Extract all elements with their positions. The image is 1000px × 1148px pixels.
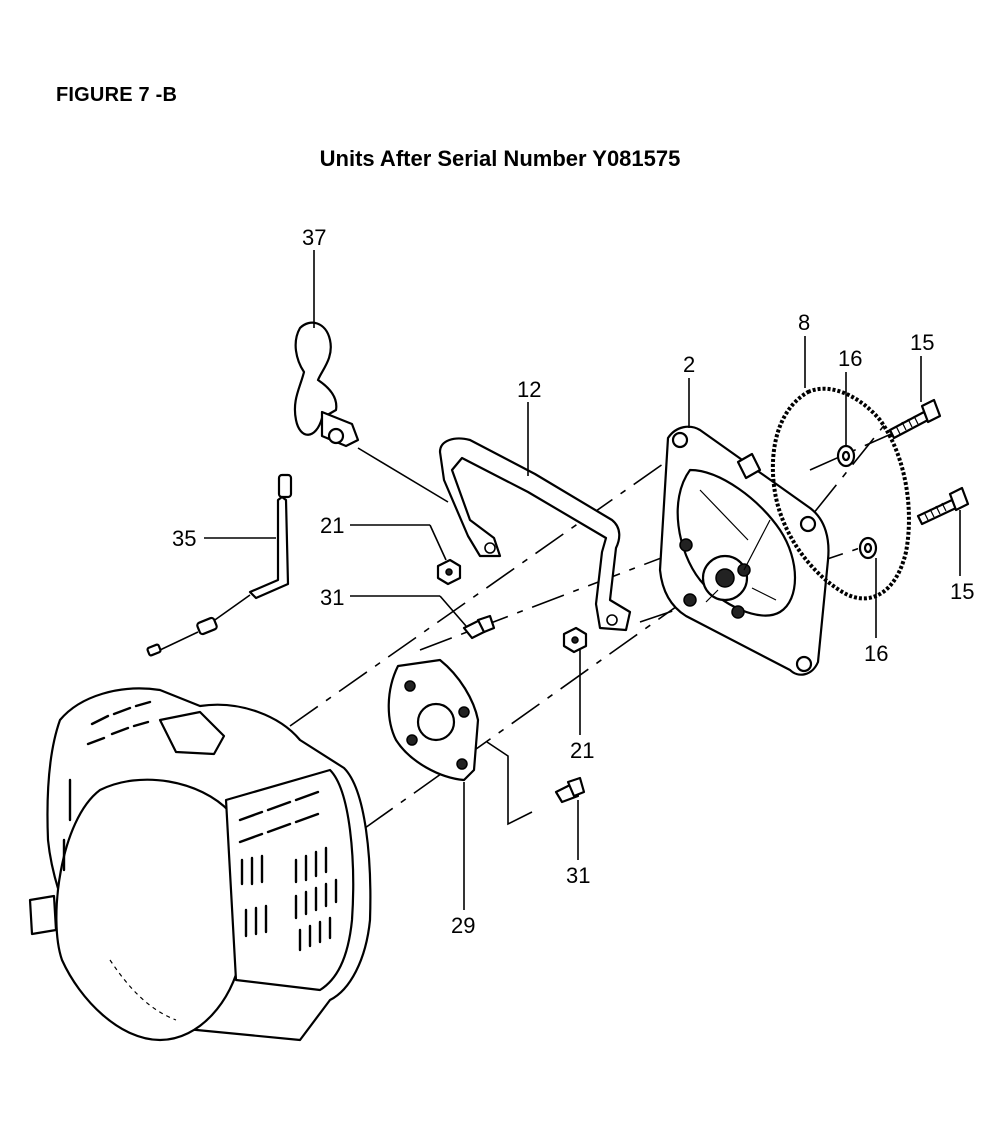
figure-label: FIGURE 7 -B xyxy=(56,84,178,106)
throttle-cable-icon xyxy=(146,473,293,657)
callout-16-top: 16 xyxy=(838,346,862,371)
screw-icon xyxy=(462,614,586,804)
washer-icon xyxy=(836,444,878,560)
bracket-plate-icon xyxy=(387,658,480,782)
callout-21-left: 21 xyxy=(320,513,344,538)
callout-16-bottom: 16 xyxy=(864,641,888,666)
callout-15-right: 15 xyxy=(950,579,974,604)
throttle-trigger-icon xyxy=(293,321,449,503)
diagram-subtitle: Units After Serial Number Y081575 xyxy=(319,146,681,171)
leader-lines xyxy=(204,250,961,910)
callout-31-left: 31 xyxy=(320,585,344,610)
callout-15-top: 15 xyxy=(910,330,934,355)
gasket-ring-icon xyxy=(770,386,911,601)
callout-35: 35 xyxy=(172,526,196,551)
callout-31-bottom: 31 xyxy=(566,863,590,888)
nut-icon xyxy=(436,558,588,654)
callout-37: 37 xyxy=(302,225,326,250)
callout-29: 29 xyxy=(451,913,475,938)
bolt-icon xyxy=(888,398,970,526)
handle-bar-icon xyxy=(438,437,632,632)
callout-21-bottom: 21 xyxy=(570,738,594,763)
clutch-housing-icon xyxy=(658,425,830,676)
callout-12: 12 xyxy=(517,377,541,402)
callout-8: 8 xyxy=(798,310,810,335)
callout-2: 2 xyxy=(683,352,695,377)
engine-icon xyxy=(28,687,372,1042)
callout-labels: 37 8 2 16 15 12 21 35 31 15 16 21 31 29 xyxy=(172,225,974,938)
